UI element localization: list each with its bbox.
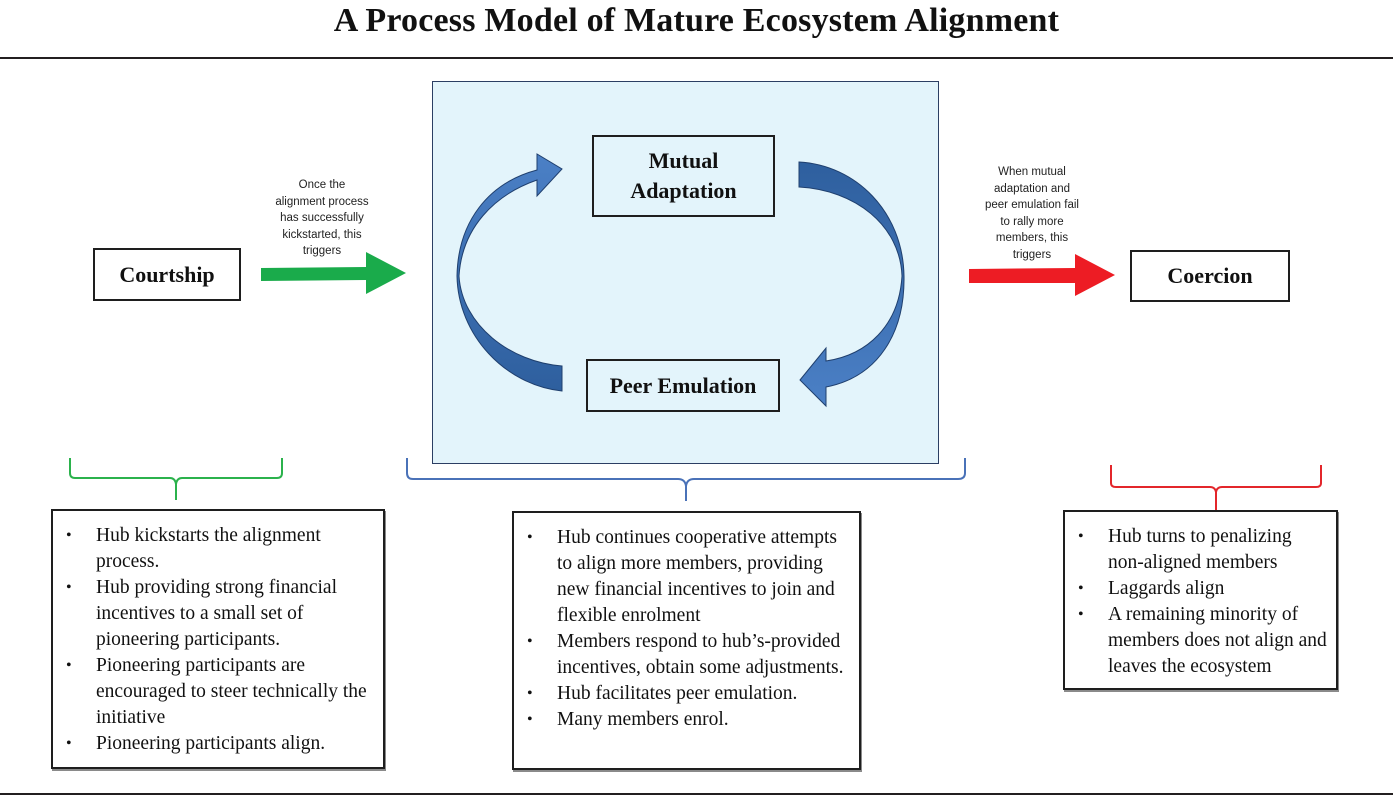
list-item: Hub turns to penalizing non-aligned memb…	[1065, 524, 1332, 576]
top-divider	[0, 57, 1393, 59]
note-line: triggers	[302, 245, 342, 257]
list-item: Members respond to hub’s-provided incent…	[514, 629, 855, 681]
list-item: Hub providing strong financial incentive…	[53, 575, 377, 653]
stage-coercion: Coercion	[1130, 250, 1290, 302]
courtship-bracket	[69, 458, 283, 500]
coercion-description: Hub turns to penalizing non-aligned memb…	[1063, 510, 1338, 690]
list-item: A remaining minority of members does not…	[1065, 602, 1332, 680]
diagram-title: A Process Model of Mature Ecosystem Alig…	[333, 2, 1060, 39]
coercion-bracket	[1110, 465, 1322, 510]
stage-mutual-adaptation: Mutual Adaptation	[592, 135, 775, 217]
note-line: Once the	[298, 179, 346, 191]
note-line: members, this	[995, 232, 1069, 244]
note-line: adaptation and	[993, 182, 1071, 195]
list-item: Pioneering participants are encouraged t…	[53, 653, 377, 731]
note-line: When mutual	[998, 166, 1066, 178]
stage-courtship-label: Courtship	[119, 261, 215, 287]
note-line: peer emulation fail	[985, 199, 1079, 211]
cycle-description: Hub continues cooperative attempts to al…	[512, 511, 861, 770]
stage-mutual-adaptation-label-line1: Mutual	[648, 148, 719, 173]
stage-coercion-label: Coercion	[1167, 263, 1253, 288]
note-line: to rally more	[1000, 215, 1064, 228]
note-line: triggers	[1012, 248, 1052, 261]
bottom-divider	[0, 793, 1393, 795]
list-item: Hub continues cooperative attempts to al…	[514, 525, 855, 629]
list-item: Pioneering participants align.	[53, 731, 377, 757]
stage-courtship: Courtship	[93, 248, 241, 301]
list-item: Many members enrol.	[514, 707, 855, 733]
stage-peer-emulation: Peer Emulation	[586, 359, 780, 412]
courtship-description: Hub kickstarts the alignment process. Hu…	[51, 509, 385, 769]
coercion-trigger-note: When mutual adaptation and peer emulatio…	[972, 164, 1092, 263]
stage-peer-emulation-label: Peer Emulation	[609, 372, 757, 398]
list-item: Hub kickstarts the alignment process.	[53, 523, 377, 575]
note-line: alignment process	[275, 195, 369, 208]
list-item: Laggards align	[1065, 576, 1332, 602]
stage-mutual-adaptation-label-line2: Adaptation	[630, 178, 737, 203]
courtship-trigger-note: Once the alignment process has successfu…	[262, 177, 382, 260]
cycle-bracket	[406, 458, 966, 501]
list-item: Hub facilitates peer emulation.	[514, 681, 855, 707]
note-line: kickstarted, this	[282, 228, 362, 241]
note-line: has successfully	[280, 212, 364, 224]
